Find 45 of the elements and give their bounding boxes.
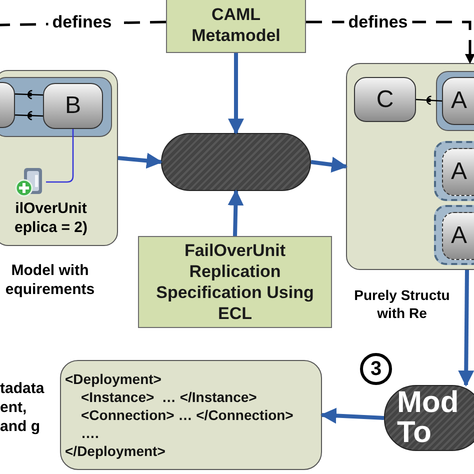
component-box	[442, 77, 474, 125]
metamodel-box	[166, 0, 306, 53]
arrow	[118, 152, 163, 169]
component-box	[354, 77, 416, 122]
node-label: FailOverUnit Replication Specification Using ECL	[155, 240, 315, 324]
edge-label: defines	[344, 14, 412, 30]
component-box	[43, 83, 103, 129]
arrow	[228, 189, 244, 236]
component-box	[442, 212, 474, 260]
node-label: A	[451, 86, 468, 116]
component-box	[442, 148, 474, 196]
tool-box	[384, 385, 474, 451]
node-label: ilOverUnit eplica = 2)	[14, 200, 88, 238]
specification-box	[138, 236, 332, 328]
code-line: ….	[80, 424, 100, 442]
code-box	[60, 360, 322, 470]
node-label: 3	[370, 357, 382, 382]
node-label: A	[451, 157, 468, 187]
node-label: Model with equirements	[4, 262, 96, 300]
node-label: A	[451, 221, 468, 251]
assembly-box	[0, 77, 112, 137]
connector-line	[46, 129, 74, 183]
node-label: B	[64, 91, 81, 121]
node-label: Mod To	[397, 388, 460, 448]
node-label: CAML Metamodel	[190, 4, 282, 46]
code-line: </Deployment>	[65, 442, 166, 460]
replica-box	[434, 141, 474, 201]
arrow	[458, 270, 474, 387]
step-number	[360, 353, 392, 385]
note-text: tadata ent, and g	[0, 380, 46, 436]
arrow	[320, 408, 384, 424]
arrow	[310, 156, 348, 173]
node-label: C	[376, 84, 394, 114]
ball-socket-connector	[14, 111, 44, 120]
edge-label: defines	[48, 14, 116, 30]
assembly-box	[436, 71, 474, 131]
ball-socket-connector	[14, 90, 44, 100]
arrow	[228, 53, 244, 135]
code-line: <Deployment>	[65, 370, 162, 388]
node-label: Purely Structu with Re	[353, 287, 451, 322]
replica-box	[434, 205, 474, 265]
model-panel	[346, 63, 474, 270]
model-panel	[0, 70, 118, 246]
code-line: <Instance> … </Instance>	[80, 388, 258, 406]
code-line: <Connection> … </Connection>	[80, 406, 294, 424]
